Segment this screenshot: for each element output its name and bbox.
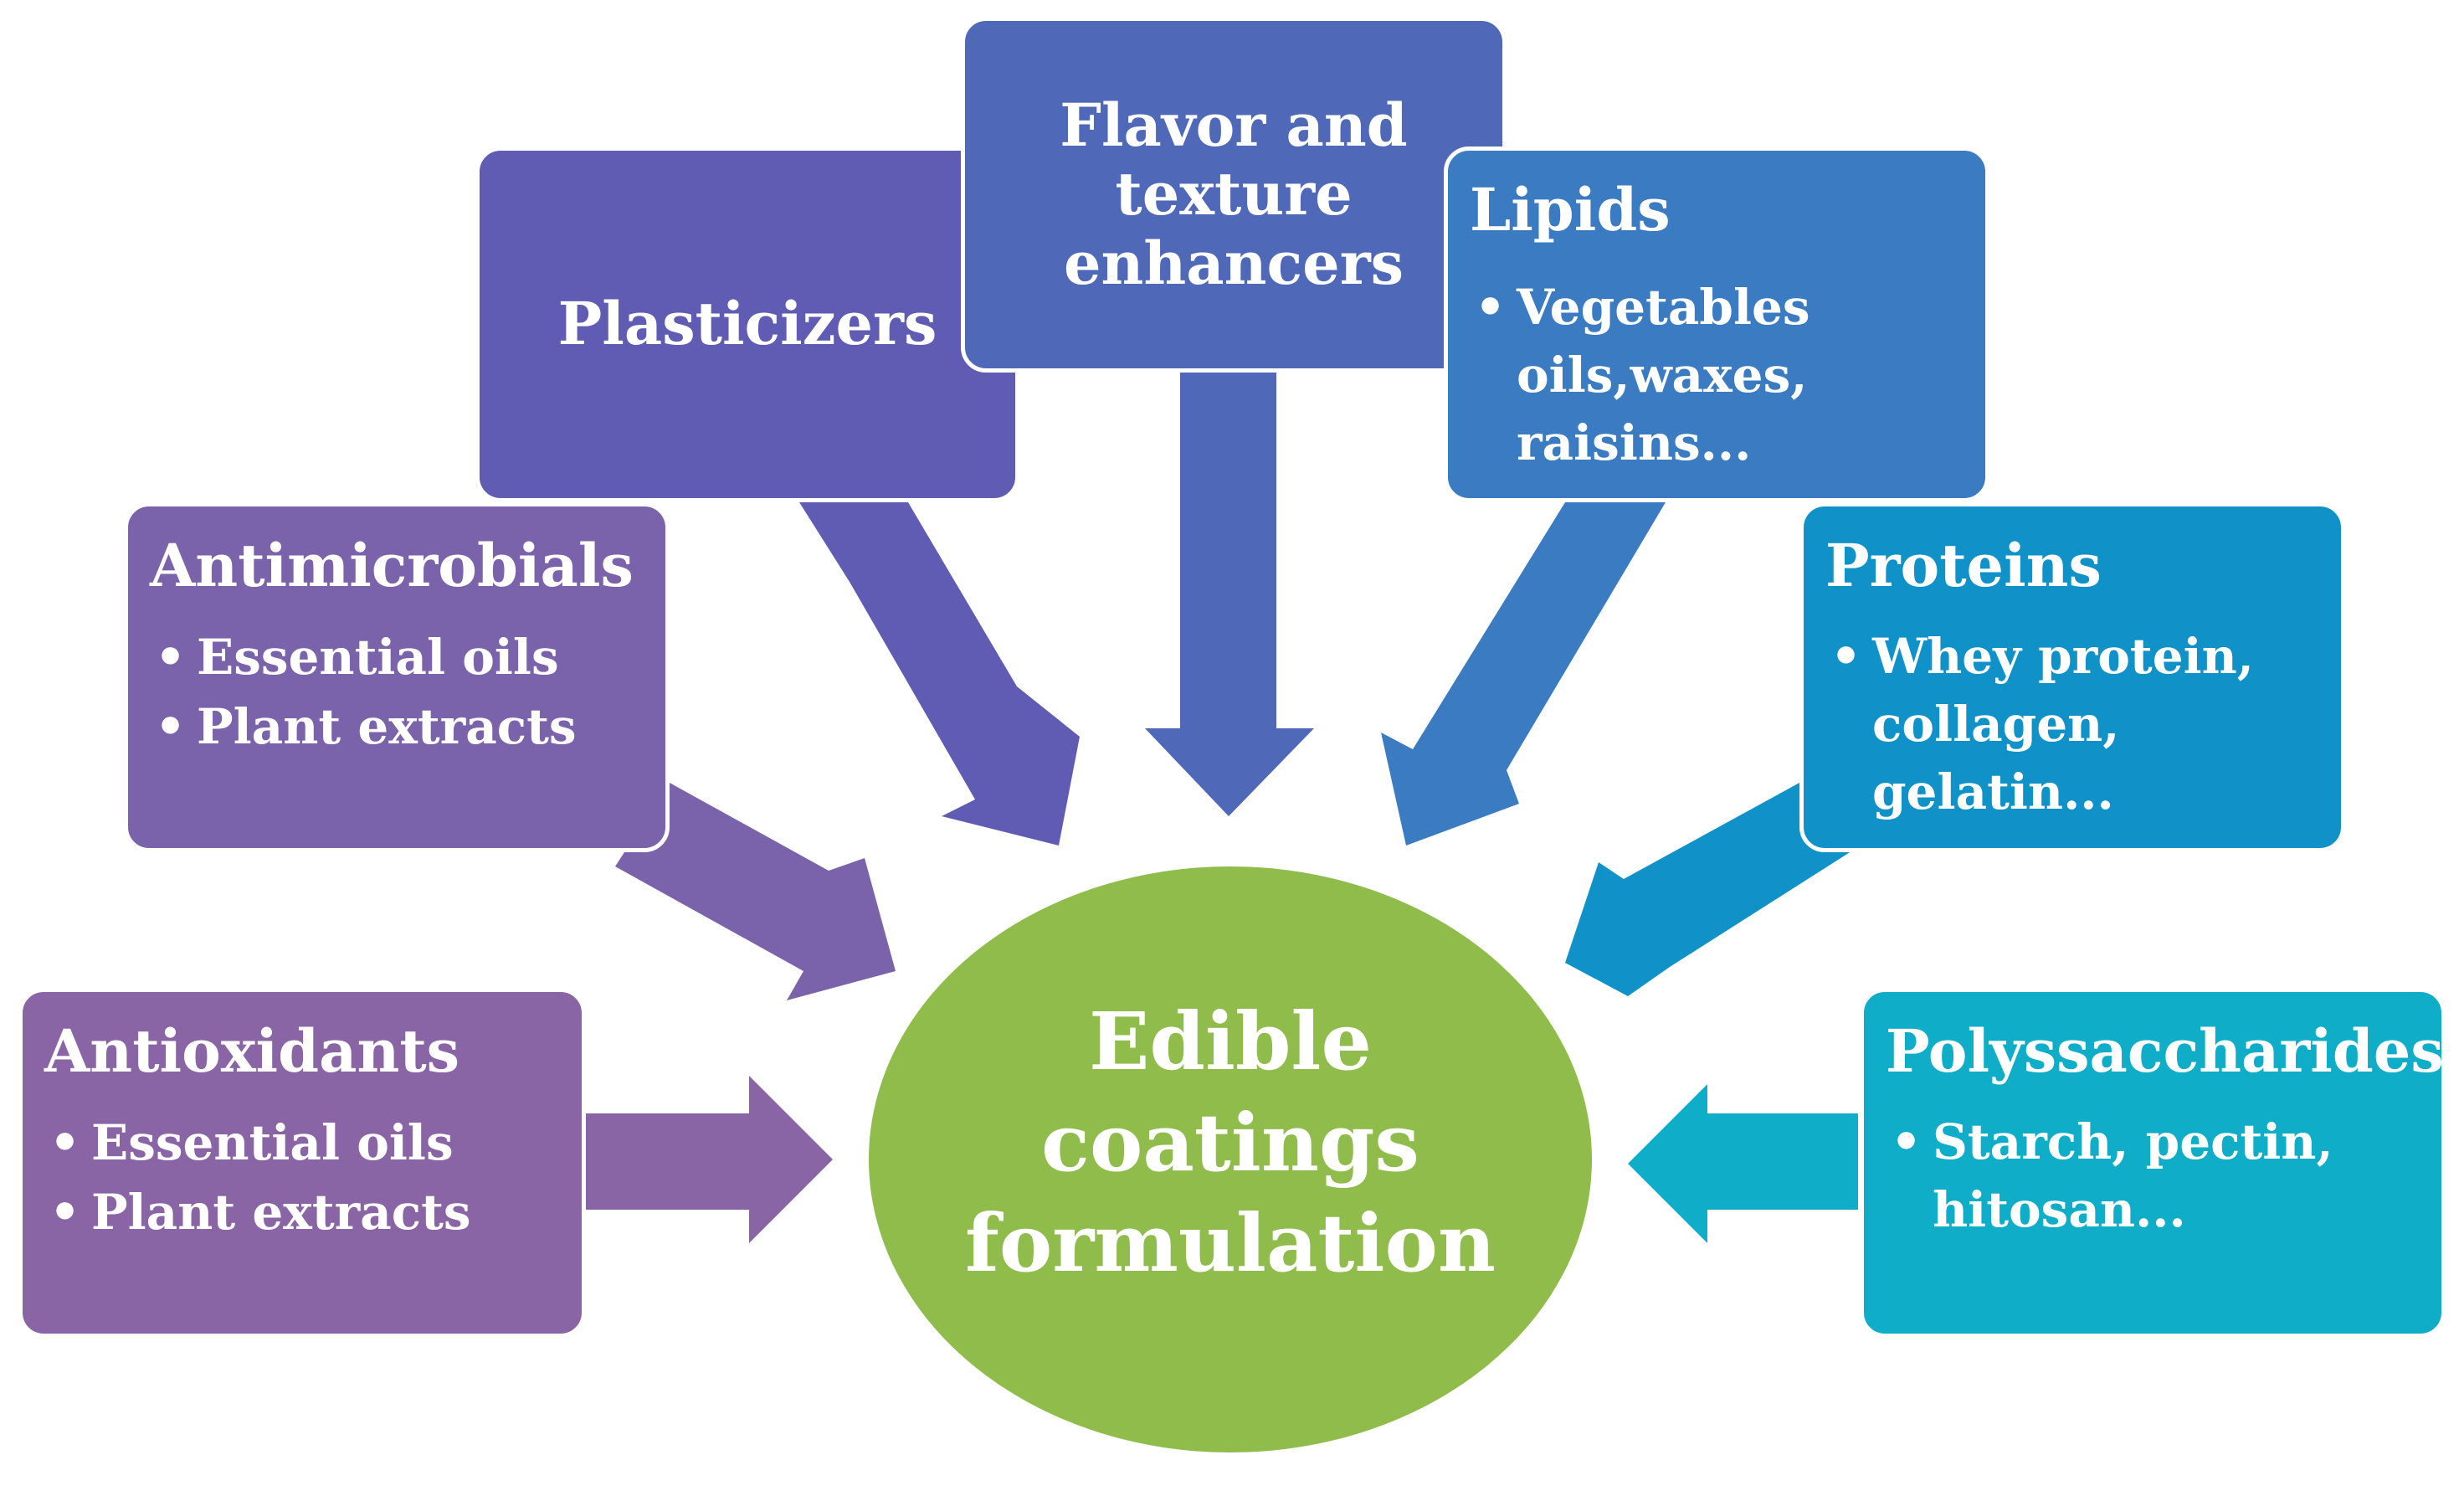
arrow-antioxidants bbox=[586, 1076, 833, 1243]
polysaccharides-list: • Starch, pectin, hitosan... bbox=[1886, 1108, 2441, 1244]
list-item: •Essential oils bbox=[44, 1108, 582, 1178]
bullet-icon: • bbox=[1830, 627, 1862, 685]
proteins-box: Proteins • Whey protein, collagen, gelat… bbox=[1799, 502, 2345, 852]
center-ellipse bbox=[869, 866, 1592, 1452]
center-label-line: Edible bbox=[1089, 995, 1372, 1088]
list-item: •Plant extracts bbox=[44, 1178, 582, 1247]
list-item: •Essential oils bbox=[150, 623, 665, 692]
polysaccharides-box: Polyssaccharides • Starch, pectin, hitos… bbox=[1860, 988, 2446, 1338]
arrow-flavor bbox=[1145, 368, 1314, 816]
arrow-plasticizers bbox=[799, 502, 1080, 846]
lipids-list: • Vegetables oils,waxes, raisins... bbox=[1470, 274, 1985, 478]
center-label-line: coatings bbox=[1041, 1096, 1419, 1190]
lipids-title: Lipids bbox=[1470, 175, 1671, 244]
arrow-antimicrobials bbox=[615, 783, 896, 1000]
bullet-icon: • bbox=[49, 1183, 81, 1241]
list-item: • Starch, pectin, hitosan... bbox=[1886, 1108, 2441, 1244]
bullet-icon: • bbox=[155, 628, 187, 686]
antimicrobials-list: •Essential oils •Plant extracts bbox=[150, 623, 665, 762]
antimicrobials-title: Antimicrobials bbox=[150, 531, 634, 600]
arrow-lipids bbox=[1381, 502, 1666, 846]
proteins-title: Proteins bbox=[1825, 531, 2102, 600]
bullet-icon: • bbox=[49, 1113, 81, 1171]
bullet-icon: • bbox=[1475, 278, 1507, 336]
arrow-proteins bbox=[1565, 783, 1854, 996]
antioxidants-title: Antioxidants bbox=[44, 1016, 460, 1086]
flavor-title-line: Flavor and bbox=[1060, 90, 1408, 160]
lipids-box: Lipids • Vegetables oils,waxes, raisins.… bbox=[1444, 147, 1989, 502]
antimicrobials-box: Antimicrobials •Essential oils •Plant ex… bbox=[124, 502, 670, 852]
flavor-box: Flavor and texture enhancers bbox=[961, 17, 1507, 373]
proteins-list: • Whey protein, collagen, gelatin... bbox=[1825, 623, 2341, 827]
flavor-title: Flavor and texture enhancers bbox=[1060, 90, 1408, 299]
arrow-polysaccharides bbox=[1628, 1084, 1858, 1243]
list-item: • Vegetables oils,waxes, raisins... bbox=[1470, 274, 1985, 478]
plasticizers-title: Plasticizers bbox=[557, 289, 937, 359]
flavor-title-line: texture bbox=[1115, 159, 1353, 229]
antioxidants-list: •Essential oils •Plant extracts bbox=[44, 1108, 582, 1247]
plasticizers-box: Plasticizers bbox=[475, 147, 1019, 502]
center-label-line: formulation bbox=[965, 1197, 1496, 1291]
antioxidants-box: Antioxidants •Essential oils •Plant extr… bbox=[18, 988, 586, 1338]
flavor-title-line: enhancers bbox=[1063, 228, 1404, 298]
polysaccharides-title: Polyssaccharides bbox=[1886, 1016, 2444, 1086]
bullet-icon: • bbox=[1891, 1113, 1922, 1170]
list-item: • Whey protein, collagen, gelatin... bbox=[1825, 623, 2341, 827]
center-label: Edible coatings formulation bbox=[854, 992, 1607, 1295]
list-item: •Plant extracts bbox=[150, 692, 665, 762]
bullet-icon: • bbox=[155, 697, 187, 755]
